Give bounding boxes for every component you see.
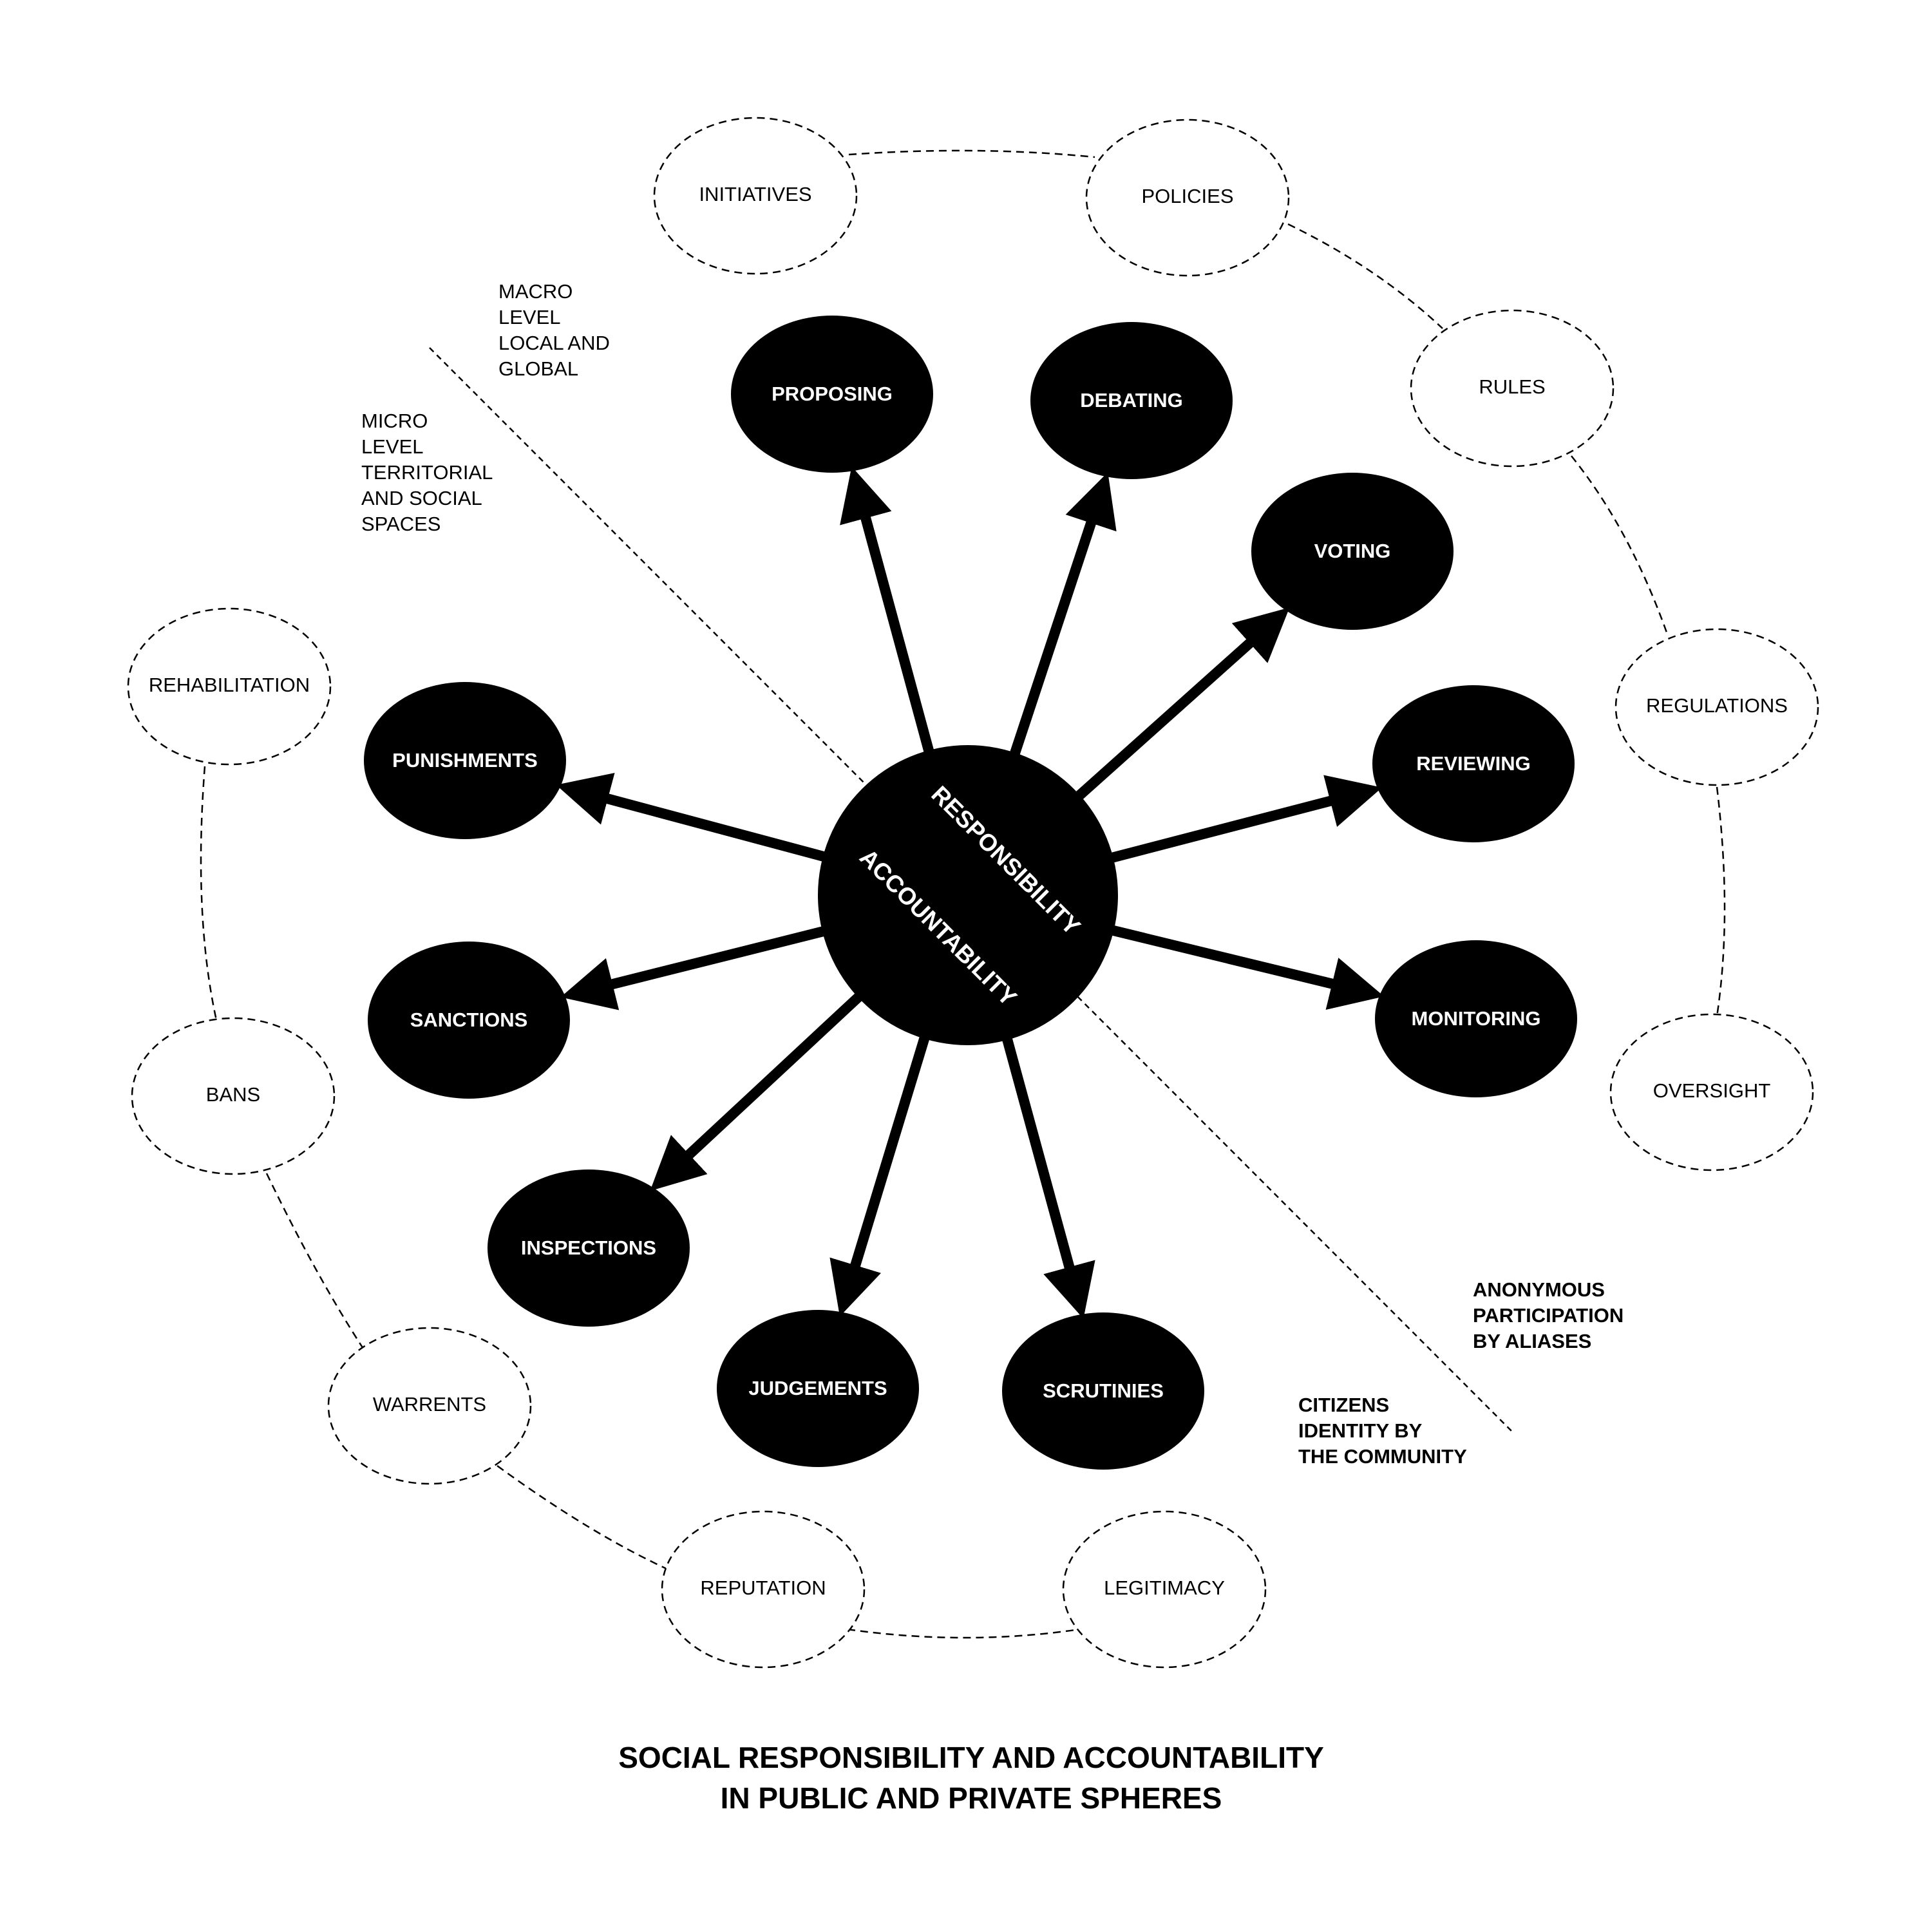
outer-node-initiatives: INITIATIVES	[653, 117, 858, 275]
activity-node-label: PROPOSING	[772, 383, 893, 405]
outer-node-label: POLICIES	[1142, 185, 1234, 207]
outer-node-regulations: REGULATIONS	[1615, 628, 1819, 786]
activity-node-judgements: JUDGEMENTS	[717, 1310, 919, 1467]
outer-node-rules: RULES	[1410, 309, 1615, 468]
arrow-to-scrutinies	[1001, 1033, 1095, 1319]
outer-node-reputation: REPUTATION	[661, 1510, 866, 1669]
arrow-to-inspections	[650, 990, 866, 1191]
activity-node-ellipse	[717, 1310, 919, 1467]
activity-node-monitoring: MONITORING	[1375, 940, 1577, 1097]
outer-node-ellipse	[1609, 1013, 1814, 1171]
activity-node-proposing: PROPOSING	[731, 316, 933, 473]
anonymous-participation-annotation: ANONYMOUS PARTICIPATION BY ALIASES	[1473, 1278, 1629, 1352]
arrow-to-voting	[1072, 607, 1290, 802]
outer-node-warrents: WARRENTS	[327, 1327, 532, 1485]
outer-node-label: REGULATIONS	[1646, 694, 1788, 717]
dashed-connector	[265, 1173, 365, 1349]
outer-dashed-connectors	[200, 149, 1726, 1639]
dashed-connector	[1716, 786, 1726, 1017]
outer-node-label: REHABILITATION	[149, 674, 310, 696]
activity-node-ellipse	[1372, 685, 1575, 842]
activity-node-label: INSPECTIONS	[521, 1236, 656, 1259]
micro-level-annotation: MICRO LEVEL TERRITORIAL AND SOCIAL SPACE…	[361, 410, 498, 535]
outer-node-policies: POLICIES	[1085, 118, 1290, 277]
activity-node-label: PUNISHMENTS	[392, 749, 538, 772]
dashed-connector	[847, 1628, 1080, 1639]
activity-node-scrutinies: SCRUTINIES	[1002, 1312, 1204, 1470]
outer-node-label: LEGITIMACY	[1104, 1577, 1225, 1599]
activity-node-label: JUDGEMENTS	[748, 1377, 887, 1399]
arrow-to-proposing	[840, 466, 935, 757]
dashed-connector	[1287, 223, 1443, 329]
center-node: RESPONSIBILITY ACCOUNTABILITY	[818, 745, 1118, 1045]
dashed-connector	[848, 149, 1095, 158]
diagram-title: SOCIAL RESPONSIBILITY AND ACCOUNTABILITY…	[618, 1741, 1324, 1815]
activity-node-label: VOTING	[1314, 540, 1391, 562]
activity-node-punishments: PUNISHMENTS	[364, 682, 566, 839]
arrow-to-judgements	[829, 1032, 931, 1317]
outer-node-oversight: OVERSIGHT	[1609, 1013, 1814, 1171]
activity-node-ellipse	[1251, 473, 1454, 630]
activity-node-sanctions: SANCTIONS	[368, 942, 570, 1099]
activity-node-debating: DEBATING	[1030, 322, 1233, 479]
activity-node-ellipse	[1002, 1312, 1204, 1470]
center-circle	[818, 745, 1118, 1045]
outer-nodes-group: INITIATIVES POLICIES RULES REGULATIONS OVERS…	[127, 117, 1819, 1669]
activity-node-ellipse	[364, 682, 566, 839]
outer-node-ellipse	[661, 1510, 866, 1669]
outer-node-label: INITIATIVES	[699, 183, 811, 205]
outer-node-bans: BANS	[131, 1017, 336, 1175]
outer-node-legitimacy: LEGITIMACY	[1062, 1510, 1267, 1669]
arrows-group	[556, 466, 1385, 1319]
outer-node-label: BANS	[206, 1083, 260, 1106]
arrow-to-punishments	[556, 773, 829, 863]
activity-node-ellipse	[731, 316, 933, 473]
outer-node-rehabilitation: REHABILITATION	[127, 607, 332, 766]
outer-node-ellipse	[653, 117, 858, 275]
activity-node-label: SANCTIONS	[410, 1009, 528, 1031]
activity-node-label: REVIEWING	[1416, 752, 1530, 775]
outer-node-ellipse	[1615, 628, 1819, 786]
arrow-to-monitoring	[1107, 924, 1385, 1010]
activity-node-inspections: INSPECTIONS	[488, 1170, 690, 1327]
arrow-to-debating	[1009, 472, 1117, 759]
outer-node-label: WARRENTS	[373, 1393, 486, 1416]
activity-node-ellipse	[1030, 322, 1233, 479]
activity-node-ellipse	[368, 942, 570, 1099]
activity-node-reviewing: REVIEWING	[1372, 685, 1575, 842]
outer-node-ellipse	[1062, 1510, 1267, 1669]
outer-node-ellipse	[327, 1327, 532, 1485]
outer-node-ellipse	[131, 1017, 336, 1175]
activity-node-label: DEBATING	[1080, 389, 1183, 412]
outer-node-ellipse	[1085, 118, 1290, 277]
outer-node-label: RULES	[1479, 375, 1545, 398]
dashed-connector	[497, 1464, 673, 1573]
arrow-to-reviewing	[1106, 775, 1383, 864]
activity-node-ellipse	[1375, 940, 1577, 1097]
outer-node-ellipse	[127, 607, 332, 766]
title-line-2: IN PUBLIC AND PRIVATE SPHERES	[721, 1781, 1222, 1815]
activity-node-label: MONITORING	[1412, 1007, 1541, 1030]
outer-node-label: OVERSIGHT	[1653, 1079, 1771, 1102]
macro-level-annotation: MACRO LEVEL LOCAL AND GLOBAL	[498, 280, 616, 380]
outer-node-ellipse	[1410, 309, 1615, 468]
activity-node-ellipse	[488, 1170, 690, 1327]
dashed-connector	[200, 766, 218, 1021]
arrow-to-sanctions	[560, 925, 829, 1010]
dashed-connector	[1571, 455, 1668, 633]
activity-node-voting: VOTING	[1251, 473, 1454, 630]
citizens-identity-annotation: CITIZENS IDENTITY BY THE COMMUNITY	[1298, 1394, 1467, 1468]
activity-node-label: SCRUTINIES	[1043, 1379, 1164, 1402]
title-line-1: SOCIAL RESPONSIBILITY AND ACCOUNTABILITY	[618, 1741, 1324, 1774]
activity-nodes-group: PROPOSING DEBATING VOTING REVIEWING MONITORI…	[364, 316, 1577, 1470]
outer-node-label: REPUTATION	[700, 1577, 826, 1599]
annotations-group: MACRO LEVEL LOCAL AND GLOBAL MICRO LEVEL…	[361, 280, 1629, 1468]
